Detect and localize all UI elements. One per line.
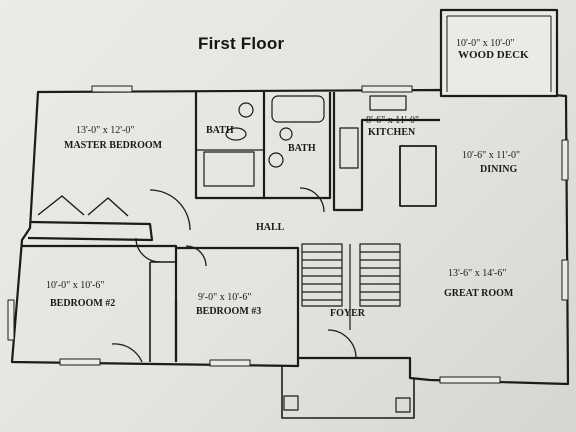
kitchen-label: KITCHEN <box>368 127 416 138</box>
bedroom-2-label: BEDROOM #2 <box>50 298 116 309</box>
foyer-door <box>327 329 357 359</box>
great-room-dims: 13'-6" x 14'-6" <box>448 268 507 279</box>
bedroom-3-dims: 9'-0" x 10'-6" <box>198 292 252 303</box>
page-title: First Floor <box>198 34 285 53</box>
bedroom-3-label: BEDROOM #3 <box>196 306 262 317</box>
door-swing <box>149 189 191 231</box>
windows <box>7 85 569 384</box>
great-room-label: GREAT ROOM <box>444 288 514 299</box>
stairs <box>301 243 401 330</box>
master-closet-wall <box>27 220 154 242</box>
kitchen-counter <box>332 92 440 212</box>
wood-deck-dims: 10'-0" x 10'-0" <box>456 38 515 49</box>
dining-label: DINING <box>480 164 518 175</box>
kitchen-dims: 8'-6" x 11'-0" <box>366 115 420 126</box>
foyer-label: FOYER <box>330 308 365 319</box>
master-bedroom-label: MASTER BEDROOM <box>64 140 163 151</box>
porch <box>281 366 415 419</box>
master-bedroom-dims: 13'-0" x 12'-0" <box>76 125 135 136</box>
bath-1-label: BATH <box>206 125 234 136</box>
dining-dims: 10'-6" x 11'-0" <box>462 150 521 161</box>
bedroom-2-dims: 10'-0" x 10'-6" <box>46 280 105 291</box>
wood-deck <box>439 8 559 98</box>
bedroom-3-wall <box>176 246 300 358</box>
kitchen-island <box>399 145 437 207</box>
bath-2-label: BATH <box>288 143 316 154</box>
wood-deck-label: WOOD DECK <box>458 49 529 61</box>
hall-label: HALL <box>256 222 285 233</box>
